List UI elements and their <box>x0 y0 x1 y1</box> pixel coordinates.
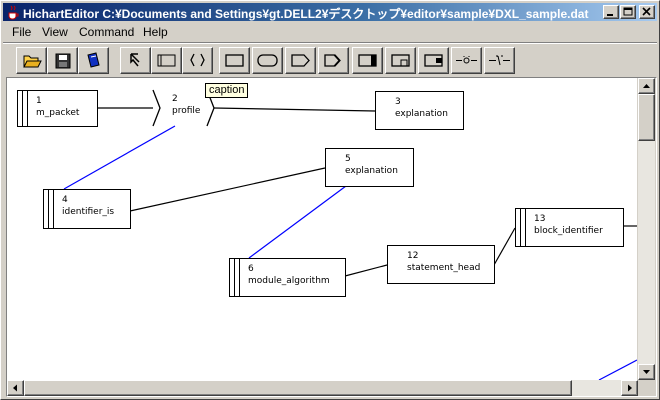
connector-6-12 <box>344 264 388 277</box>
rectangle-icon[interactable] <box>219 47 250 74</box>
brace-icon[interactable] <box>182 47 213 74</box>
connector-2-3 <box>213 107 376 112</box>
node-label: m_packet <box>36 108 80 118</box>
dotted-connector-icon[interactable] <box>451 47 482 74</box>
node-label: explanation <box>395 109 448 119</box>
right-bar-box-icon[interactable] <box>352 47 383 74</box>
node-2[interactable]: 2 profile <box>159 89 207 126</box>
horizontal-scroll-thumb[interactable] <box>24 380 572 396</box>
scroll-down-button[interactable] <box>638 364 655 380</box>
menu-bar: File View Command Help <box>3 22 657 42</box>
vertical-scroll-thumb[interactable] <box>638 94 655 141</box>
node-id: 4 <box>62 195 68 205</box>
scrollbar-corner <box>638 380 655 396</box>
blue-link-2-4 <box>63 125 176 190</box>
horizontal-scrollbar[interactable] <box>7 380 638 396</box>
node-label: explanation <box>345 166 398 176</box>
save-icon[interactable] <box>47 47 78 74</box>
book-icon[interactable] <box>78 47 109 74</box>
node-4[interactable]: 4 identifier_is <box>43 189 131 229</box>
caption-tooltip: caption <box>205 83 249 98</box>
rounded-rect-icon[interactable] <box>252 47 283 74</box>
scroll-left-button[interactable] <box>7 380 24 396</box>
node-id: 13 <box>534 214 546 224</box>
process-box-icon[interactable] <box>151 47 182 74</box>
close-button[interactable] <box>639 5 655 19</box>
node-label: identifier_is <box>62 207 115 217</box>
connector-4-5 <box>129 167 326 212</box>
menu-command[interactable]: Command <box>79 25 135 39</box>
node-5[interactable]: 5 explanation <box>325 148 414 187</box>
brace-left <box>152 89 161 127</box>
canvas-frame <box>6 77 657 397</box>
pentagon-icon[interactable] <box>285 47 316 74</box>
vertical-scrollbar[interactable] <box>638 78 655 380</box>
node-id: 3 <box>395 97 401 107</box>
connector-12-13 <box>493 227 516 266</box>
node-1[interactable]: 1 m_packet <box>17 90 98 127</box>
node-6[interactable]: 6 module_algorithm <box>229 258 346 297</box>
menu-file[interactable]: File <box>12 25 32 39</box>
corner-box-icon[interactable] <box>385 47 416 74</box>
window-title: HichartEditor C:¥Documents and Settings¥… <box>23 7 589 21</box>
blue-link-5-6 <box>248 185 347 259</box>
node-label: statement_head <box>407 263 481 273</box>
double-pentagon-icon[interactable] <box>318 47 349 74</box>
blue-link-offscreen <box>598 359 637 380</box>
node-id: 12 <box>407 251 419 261</box>
node-label: module_algorithm <box>248 276 330 286</box>
node-id: 1 <box>36 96 42 106</box>
node-id: 2 <box>172 94 178 104</box>
menu-help[interactable]: Help <box>143 25 168 39</box>
toolbar <box>3 42 657 77</box>
diagram-canvas[interactable]: 1 m_packet 2 profile 3 explanation 4 ide… <box>7 78 637 380</box>
java-cup-icon <box>5 4 21 20</box>
node-label: profile <box>172 106 201 116</box>
connector-lines <box>63 89 637 380</box>
node-id: 6 <box>248 264 254 274</box>
open-folder-icon[interactable] <box>16 47 47 74</box>
scroll-right-button[interactable] <box>621 380 638 396</box>
maximize-button[interactable] <box>620 5 636 19</box>
node-12[interactable]: 12 statement_head <box>387 245 495 284</box>
menu-view[interactable]: View <box>42 25 68 39</box>
scroll-up-button[interactable] <box>638 78 655 94</box>
tab-box-icon[interactable] <box>418 47 449 74</box>
arrow-pointer-icon[interactable] <box>120 47 151 74</box>
node-id: 5 <box>345 154 351 164</box>
node-label: block_identifier <box>534 226 603 236</box>
node-3[interactable]: 3 explanation <box>375 91 464 130</box>
node-13[interactable]: 13 block_identifier <box>515 208 624 247</box>
minimize-button[interactable] <box>603 5 619 19</box>
title-bar[interactable]: HichartEditor C:¥Documents and Settings¥… <box>3 3 657 21</box>
split-connector-icon[interactable] <box>484 47 515 74</box>
